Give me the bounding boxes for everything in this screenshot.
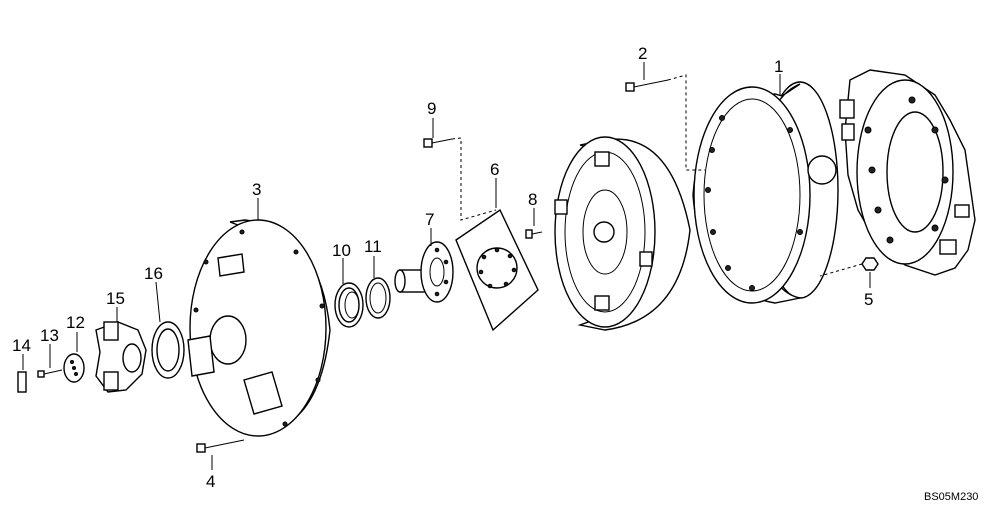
bearing [334, 282, 364, 328]
drawing-code: BS05M230 [924, 491, 978, 503]
callout-labels: 1 2 3 4 5 6 7 8 9 10 11 12 13 14 15 16 B… [12, 44, 978, 503]
bolt-9 [423, 138, 453, 148]
seal [151, 321, 185, 379]
bolt-2 [625, 79, 669, 92]
callout-11: 11 [364, 237, 382, 256]
washer-plate [63, 353, 85, 383]
nut-5 [861, 257, 879, 271]
yoke-bolt [37, 369, 63, 378]
callout-15: 15 [106, 289, 125, 308]
alignment-lines [451, 74, 863, 277]
callout-10: 10 [332, 241, 351, 260]
callout-3: 3 [252, 180, 261, 199]
callout-5: 5 [864, 290, 873, 309]
bolt-4 [196, 439, 245, 453]
callout-16: 16 [144, 264, 163, 283]
lock-plate [17, 371, 27, 393]
flywheel-housing [839, 69, 976, 276]
callout-6: 6 [490, 160, 499, 179]
transmission-housing [187, 219, 331, 437]
callout-8: 8 [528, 190, 537, 209]
snap-ring [365, 277, 391, 319]
converter-housing [692, 81, 839, 304]
callout-7: 7 [425, 210, 434, 229]
drive-hub [394, 241, 454, 303]
callout-1: 1 [774, 57, 783, 76]
yoke [95, 321, 147, 393]
leader-lines [22, 62, 871, 470]
callout-2: 2 [638, 44, 647, 63]
callout-14: 14 [12, 336, 31, 355]
callout-12: 12 [66, 313, 85, 332]
callout-13: 13 [40, 326, 59, 345]
flex-plate [455, 208, 539, 332]
bolt-8 [525, 229, 543, 239]
torque-converter [554, 136, 691, 331]
callout-9: 9 [427, 99, 436, 118]
callout-4: 4 [206, 472, 215, 491]
